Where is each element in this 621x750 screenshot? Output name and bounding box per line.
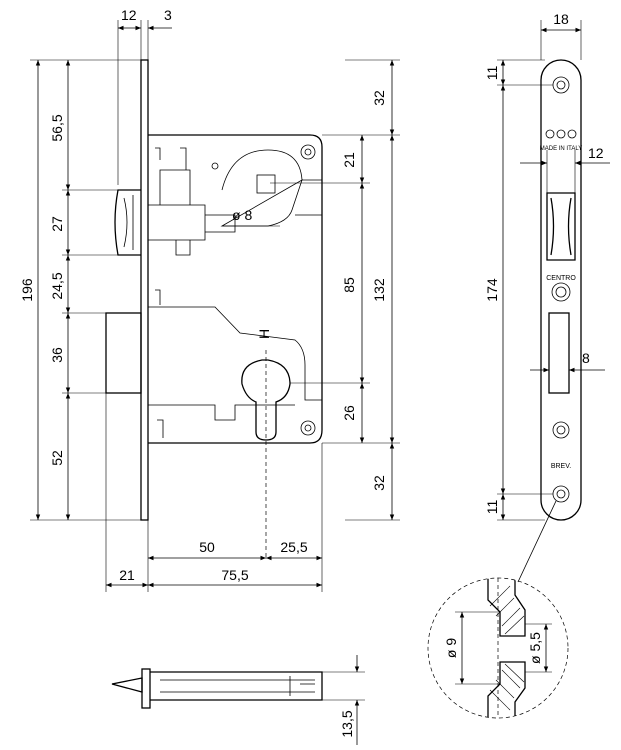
dim-bottom-50: 50 <box>199 539 215 555</box>
faceplate-dim-11-bottom: 11 <box>484 500 500 515</box>
brand-logo <box>545 129 577 139</box>
faceplate-screw-bottom <box>552 485 570 503</box>
dim-left-27: 27 <box>49 216 65 232</box>
dim-bottom-75-5: 75,5 <box>221 567 248 583</box>
dim-left-52: 52 <box>49 450 65 466</box>
faceplate-view: MADE IN ITALY CENTRO BREV. 18 11 174 11 … <box>484 11 610 583</box>
spindle-dim-label: ø 8 <box>232 207 252 223</box>
dim-right-32-bottom: 32 <box>371 475 387 491</box>
brand-text: MADE IN ITALY <box>540 146 582 152</box>
brev-label: BREV. <box>551 463 571 470</box>
lock-case <box>148 134 323 444</box>
left-dimensions: 196 56,5 27 24,5 36 52 <box>19 59 141 521</box>
right-dimensions: 32 21 85 132 26 32 <box>270 59 400 521</box>
faceplate-dim-18: 18 <box>553 11 569 27</box>
bottom-dimensions: 50 25,5 21 75,5 <box>105 393 323 592</box>
top-dimensions: 12 3 <box>117 7 172 185</box>
case-profile <box>150 671 323 701</box>
dim-top-12: 12 <box>121 7 137 23</box>
dim-bottom-21: 21 <box>119 567 135 583</box>
dim-left-196: 196 <box>19 278 35 302</box>
countersink-section-top <box>487 578 526 637</box>
faceplate-dim-12: 12 <box>588 145 604 161</box>
latch-stem <box>141 668 151 709</box>
dim-right-21: 21 <box>341 152 357 168</box>
faceplate-dim-8: 8 <box>582 350 590 366</box>
front-view: ø 8 H 12 3 <box>19 7 400 592</box>
latch-tip <box>111 677 143 693</box>
dim-right-26: 26 <box>341 405 357 421</box>
centro-label: CENTRO <box>546 275 576 282</box>
deadbolt-mechanism <box>148 306 322 421</box>
dim-right-32-top: 32 <box>371 90 387 106</box>
detail-dim-inner: ø 5,5 <box>527 632 543 664</box>
cylinder-hole <box>241 359 291 441</box>
dim-left-56-5: 56,5 <box>49 114 65 141</box>
cylinder-mark: H <box>256 329 272 339</box>
dead-bolt <box>105 312 142 394</box>
latch-bolt <box>114 189 141 256</box>
case-screw-holes <box>211 144 316 436</box>
faceplate-screw-mid <box>552 421 570 439</box>
dim-right-132: 132 <box>371 278 387 302</box>
centro-mark <box>551 282 571 302</box>
detail-dim-outer: ø 9 <box>443 638 459 658</box>
deadbolt-opening <box>548 312 570 394</box>
dim-left-36: 36 <box>49 347 65 363</box>
detail-view: ø 9 ø 5,5 <box>427 577 569 719</box>
dim-top-3: 3 <box>164 7 172 23</box>
spindle-square <box>256 174 276 194</box>
dim-left-24-5: 24,5 <box>49 272 65 299</box>
faceplate-screw-top <box>552 76 570 94</box>
countersink-section-bottom <box>487 661 526 718</box>
dim-bottom-25-5: 25,5 <box>280 539 307 555</box>
dim-right-85: 85 <box>341 277 357 293</box>
bottom-view-dim-13-5: 13,5 <box>339 710 355 737</box>
latch-opening <box>546 192 576 261</box>
faceplate-dim-174: 174 <box>484 278 500 302</box>
faceplate-dim-11-top: 11 <box>484 66 500 81</box>
front-faceplate <box>140 59 149 521</box>
faceplate-outline <box>540 59 582 521</box>
bottom-view: 13,5 <box>111 655 365 745</box>
latch-mechanism <box>148 169 236 256</box>
